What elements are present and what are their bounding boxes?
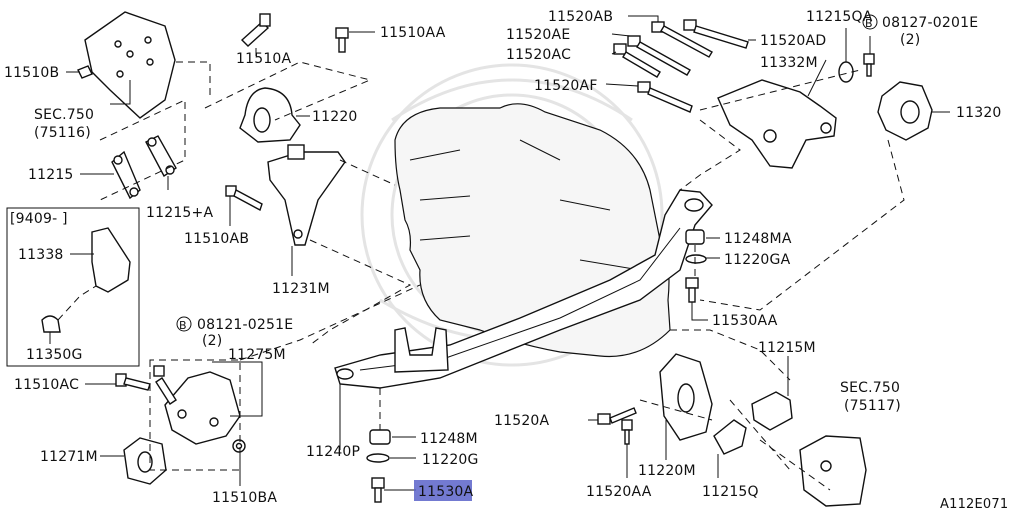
bushing-11248M [369,429,391,445]
highlight-11530A [414,480,472,501]
label-11350G[interactable]: 11350G [26,347,83,363]
bracket-11510B-assembly [77,11,176,119]
label-11530A[interactable]: 11530A [418,484,474,500]
bolt-08121-0251E [153,365,177,405]
stay-11215M [751,391,793,431]
circle-b-marker-2: B [862,14,878,30]
label-11231M[interactable]: 11231M [272,281,330,297]
label-11275M[interactable]: 11275M [228,347,286,363]
label-11320[interactable]: 11320 [956,105,1002,121]
mount-11320 [877,81,933,141]
bushing-11248MA [685,229,705,245]
label-sec750-b[interactable]: SEC.750 [840,380,900,396]
washer-11220G [366,453,390,463]
label-11215M[interactable]: 11215M [758,340,816,356]
insulator-11271M [123,437,167,485]
bolt-11510AB [225,185,263,212]
inset-box-9409 [6,207,140,367]
label-sec750-b-ref[interactable]: (75117) [844,398,901,414]
bolt-11520AE [627,35,691,76]
label-sec750-a[interactable]: SEC.750 [34,107,94,123]
label-11220M[interactable]: 11220M [638,463,696,479]
bracket-11332M [717,79,837,169]
label-11510A[interactable]: 11510A [236,51,292,67]
dashed-guides [99,61,905,491]
label-11510AA[interactable]: 11510AA [380,25,446,41]
label-11520AE[interactable]: 11520AE [506,27,570,43]
label-08121-0251E-qty: (2) [202,333,222,349]
diagram-code: A112E071 [940,497,1008,510]
bolt-11520AA [621,419,633,445]
label-11215Q[interactable]: 11215Q [702,484,759,500]
label-11220GA[interactable]: 11220GA [724,252,791,268]
bolt-11520AC [613,43,661,78]
label-11220[interactable]: 11220 [312,109,358,125]
leader-lines [49,15,950,491]
stay-11215Q [713,419,747,455]
bolt-11520AF [637,81,693,113]
label-11215A[interactable]: 11215+A [146,205,213,221]
label-11215[interactable]: 11215 [28,167,74,183]
bracket-11231M [267,144,346,246]
bolt-08127-0201E [863,53,875,77]
label-11520AB[interactable]: 11520AB [548,9,613,25]
stud-11530AA [685,277,699,303]
washer-11220GA [685,254,707,264]
bracket-11275M [164,371,241,445]
label-11271M[interactable]: 11271M [40,449,98,465]
label-11220G[interactable]: 11220G [422,452,479,468]
label-date-range: [9409- ] [10,211,68,227]
label-11520A[interactable]: 11520A [494,413,550,429]
bolt-11510AC [115,373,151,391]
label-11240P[interactable]: 11240P [306,444,360,460]
label-08127-0201E-qty: (2) [900,32,920,48]
svg-text:B: B [179,319,187,332]
label-11215QA[interactable]: 11215QA [806,9,873,25]
label-11520AF[interactable]: 11520AF [534,78,598,94]
mount-insulator-11220 [239,87,301,143]
label-11510AC[interactable]: 11510AC [14,377,79,393]
bolt-11520AB [651,21,713,58]
label-11520AA[interactable]: 11520AA [586,484,652,500]
label-08127-0201E[interactable]: 08127-0201E [882,15,978,31]
bolt-11510AA [335,27,349,53]
svg-text:B: B [865,17,873,30]
label-11248M[interactable]: 11248M [420,431,478,447]
label-11248MA[interactable]: 11248MA [724,231,792,247]
label-11520AC[interactable]: 11520AC [506,47,571,63]
bolt-11520A [597,407,637,425]
bracket-sec750-75117 [799,435,867,507]
label-08121-0251E[interactable]: 08121-0251E [197,317,293,333]
crossmember-11240P [334,189,713,389]
label-11338[interactable]: 11338 [18,247,64,263]
nut-11510BA [232,439,246,453]
label-11510B[interactable]: 11510B [4,65,59,81]
bolt-11510A [240,13,271,47]
link-11215 [111,150,141,200]
label-11530AA[interactable]: 11530AA [712,313,778,329]
label-11332M[interactable]: 11332M [760,55,818,71]
label-11510AB[interactable]: 11510AB [184,231,249,247]
mount-11220M [659,353,713,441]
bolt-11520AD [683,19,749,49]
washer-11215QA [838,61,854,83]
link-11215A [145,135,177,178]
label-11520AD[interactable]: 11520AD [760,33,826,49]
label-11510BA[interactable]: 11510BA [212,490,277,506]
label-sec750-a-ref[interactable]: (75116) [34,125,91,141]
stud-11530A [371,477,385,503]
circle-b-marker-1: B [176,316,192,332]
